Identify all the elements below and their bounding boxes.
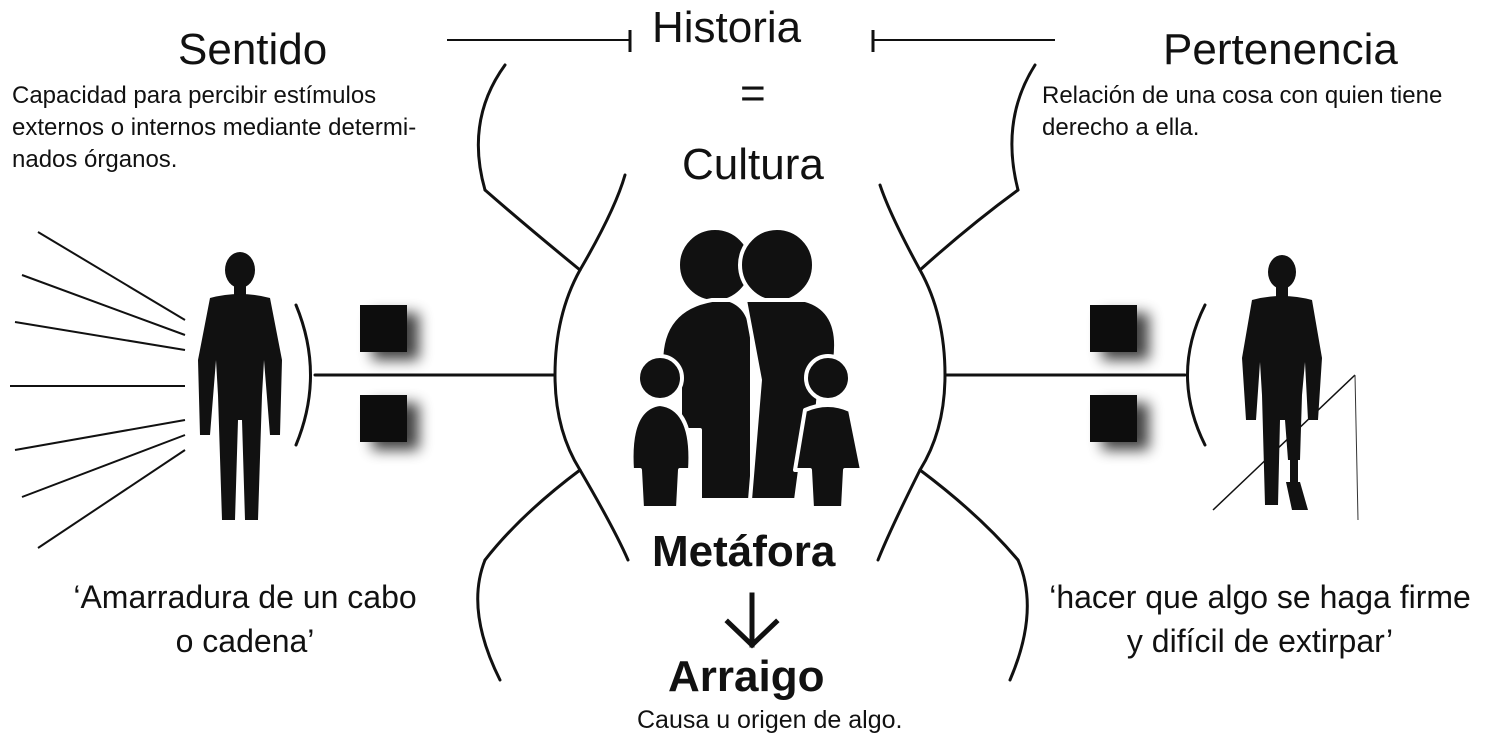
right-root-branches xyxy=(876,63,1207,682)
sentido-title: Sentido xyxy=(178,25,328,74)
cultura-label: Cultura xyxy=(682,140,824,189)
sentido-definition-line: nados órganos. xyxy=(12,146,178,173)
sentido-quote-line: ‘Amarradura de un cabo xyxy=(73,579,417,615)
sentido-definition: Capacidad para percibir estímulos extern… xyxy=(12,80,470,176)
historia-right-bracket xyxy=(871,30,1055,52)
pertenencia-title: Pertenencia xyxy=(1163,25,1398,74)
arraigo-label: Arraigo xyxy=(668,652,825,701)
arraigo-definition: Causa u origen de algo. xyxy=(637,706,903,734)
pertenencia-quote-line: ‘hacer que algo se haga firme xyxy=(1049,579,1471,615)
sense-rays-icon xyxy=(10,231,186,549)
pertenencia-definition: Relación de una cosa con quien tiene der… xyxy=(1042,80,1500,144)
historia-left-bracket xyxy=(447,30,632,52)
ratio-colon-icon xyxy=(360,305,407,442)
sentido-definition-line: Capacidad para percibir estímulos xyxy=(12,82,377,109)
pertenencia-quote: ‘hacer que algo se haga firme y difícil … xyxy=(1040,575,1480,663)
equals-sign: = xyxy=(740,69,766,118)
amputee-silhouette-icon xyxy=(1212,255,1359,521)
down-arrow-icon xyxy=(724,592,780,649)
metafora-label: Metáfora xyxy=(652,527,836,576)
historia-label: Historia xyxy=(652,3,802,52)
ratio-colon-icon-right xyxy=(1090,305,1137,442)
human-silhouette-icon xyxy=(198,252,282,520)
pertenencia-definition-line: derecho a ella. xyxy=(1042,114,1200,141)
left-root-branches xyxy=(294,63,630,682)
sentido-quote-line: o cadena’ xyxy=(175,623,315,659)
sentido-quote: ‘Amarradura de un cabo o cadena’ xyxy=(45,575,445,663)
pertenencia-quote-line: y difícil de extirpar’ xyxy=(1126,623,1394,659)
sentido-definition-line: externos o internos mediante determi- xyxy=(12,114,417,141)
family-icon xyxy=(629,226,864,510)
pertenencia-definition-line: Relación de una cosa con quien tiene xyxy=(1042,82,1443,109)
